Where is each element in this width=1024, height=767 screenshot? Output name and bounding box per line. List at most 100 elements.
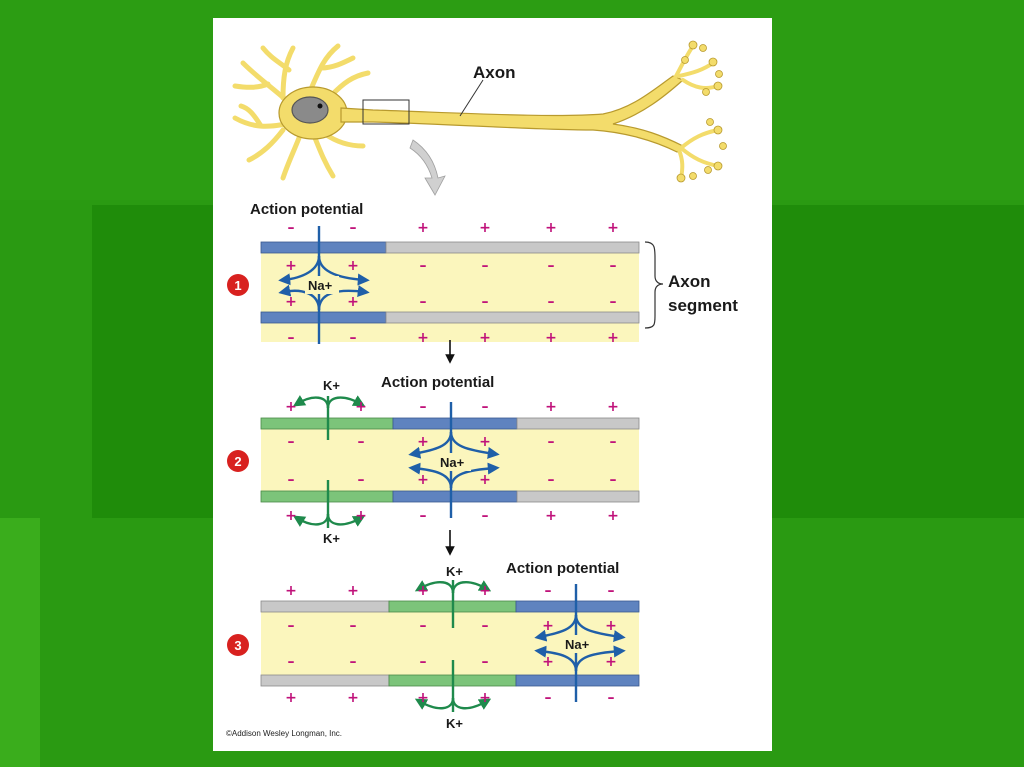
charge: + [285,294,297,310]
charge: + [545,508,557,524]
charge: – [288,220,295,236]
charge: + [347,690,359,706]
background-band-left [92,205,213,518]
charge: – [350,654,357,670]
charge: – [482,618,489,634]
charge: + [285,508,297,524]
segment-label-line1: Axon [668,272,711,291]
step-2: Action potential K+ K+ Na+ + + [227,374,640,546]
charge: + [355,508,367,524]
charge: – [482,258,489,274]
charge: + [417,690,429,706]
segment-label-line2: segment [668,296,738,315]
step-2-membrane-top-depolarized [392,417,518,430]
charge: + [355,399,367,415]
charge: – [420,508,427,524]
step-1-charges: – – + + + + + + – – – – + + – – – – – – … [285,220,619,346]
charge: + [607,330,619,346]
charge: – [358,434,365,450]
charge: + [479,690,491,706]
charge: – [420,654,427,670]
charge: + [542,654,554,670]
charge: + [605,618,617,634]
charge: – [288,330,295,346]
charge: – [482,294,489,310]
step-3-na-label: Na+ [565,637,590,652]
step-1-membrane-top-resting [385,241,640,254]
step-3-membrane-top-resting [260,600,390,613]
step-1-membrane-bottom-depolarized [260,311,387,324]
background-band-right [772,205,1024,518]
step-1-ap-label: Action potential [250,201,363,218]
charge: + [417,472,429,488]
charge: – [482,399,489,415]
axon [340,75,685,153]
step-3-na-arrows [534,584,626,702]
charge: – [288,618,295,634]
charge: + [607,508,619,524]
charge: – [610,258,617,274]
charge: – [545,583,552,599]
charge: – [350,220,357,236]
step-1-na-label: Na+ [308,278,333,293]
charge: + [479,472,491,488]
charge: – [482,654,489,670]
charge: – [482,508,489,524]
charge: + [479,330,491,346]
charge: + [417,220,429,236]
step-2-k-top-label: K+ [323,378,340,393]
charge: + [285,258,297,274]
step-2-na-label-bg [437,453,471,471]
step-3-membrane-bottom-depolarized [515,674,640,687]
step-3-number: 3 [234,638,241,653]
charge: + [285,690,297,706]
step-1: Action potential Na+ – – + + + + + + – – [227,201,738,346]
charge: – [420,399,427,415]
charge: + [607,399,619,415]
nucleus [291,96,329,124]
step-2-charges: + + – – + + – – + + – – – – + + – – + + … [285,399,619,524]
charge: + [417,330,429,346]
step-2-badge [227,450,249,472]
step-1-membrane-bottom-resting [385,311,640,324]
charge: + [607,220,619,236]
step-3-k-top-label: K+ [446,564,463,579]
step-2-ap-label: Action potential [381,374,494,391]
step-1-na-label-bg [305,276,339,294]
charge: + [479,434,491,450]
charge: + [417,583,429,599]
step-3-membrane-bottom-resting [260,674,390,687]
charge: – [358,472,365,488]
background-band-bottom-left [0,518,40,767]
charge: + [479,220,491,236]
charge: + [417,434,429,450]
charge: + [479,583,491,599]
charge: + [347,294,359,310]
step-3: Action potential K+ K+ Na+ + + [227,560,640,731]
charge: + [285,399,297,415]
action-potential-diagram: Axon Action potential Na+ – – + + + + + [226,40,738,738]
charge: – [610,434,617,450]
charge: – [350,618,357,634]
step-2-na-label: Na+ [440,455,465,470]
charge: – [610,472,617,488]
highlight-box [362,99,410,125]
terminal-buttons [676,40,727,183]
charge: + [545,220,557,236]
charge: – [548,258,555,274]
charge: – [288,434,295,450]
step-3-badge [227,634,249,656]
zoom-arrow [409,139,446,196]
charge: – [548,434,555,450]
charge: – [420,294,427,310]
step-2-membrane-bottom-resting [516,490,640,503]
charge: – [610,294,617,310]
segment-brace [644,241,664,329]
charge: + [545,330,557,346]
nucleolus [317,103,323,109]
charge: + [545,399,557,415]
charge: – [545,690,552,706]
charge: – [288,472,295,488]
charge: + [542,618,554,634]
step-3-k-arrows [414,580,492,712]
